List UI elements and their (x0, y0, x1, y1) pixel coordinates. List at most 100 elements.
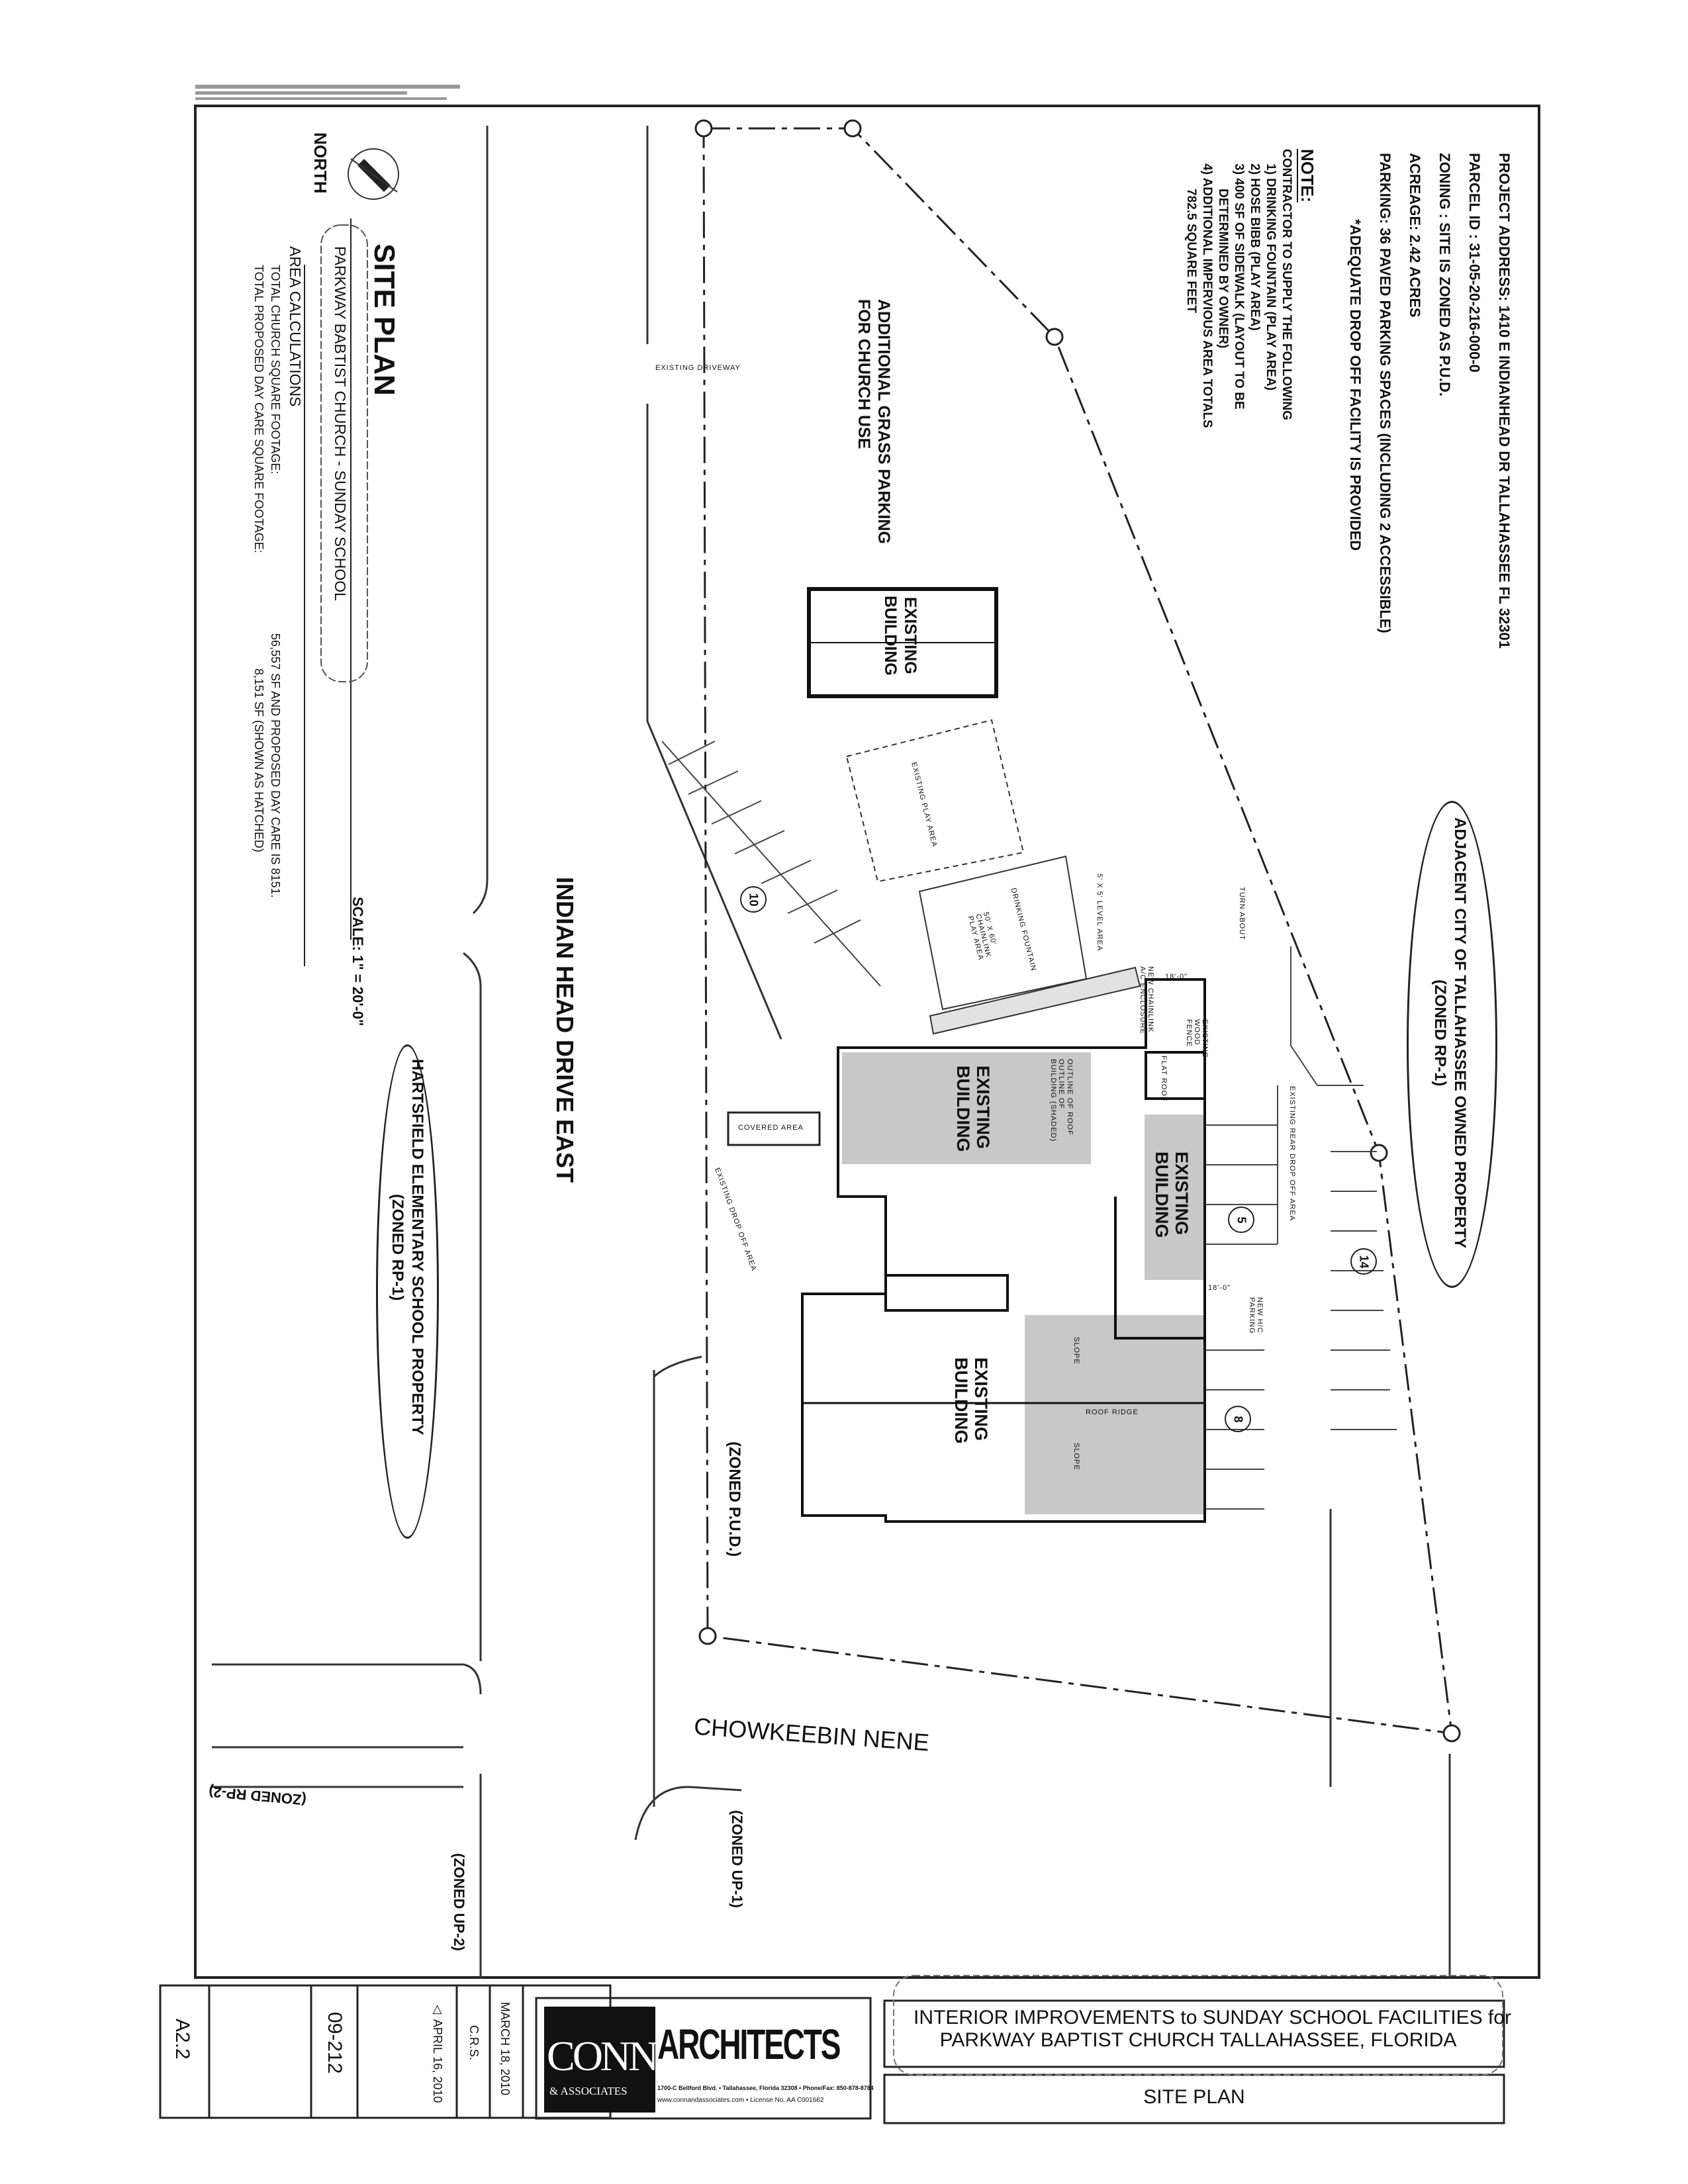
site-plan-title: SITE PLAN (368, 244, 400, 396)
project-address: PROJECT ADDRESS: 1410 E INDIANHEAD DR TA… (1496, 153, 1513, 649)
rear-drop-off-label: EXISTING REAR DROP OFF AREA (1288, 1086, 1296, 1222)
label-line: BUILDING (881, 596, 900, 676)
road-edges (212, 126, 1451, 1979)
covered-area (727, 1111, 821, 1146)
project-title-line-1: INTERIOR IMPROVEMENTS to SUNDAY SCHOOL F… (914, 2007, 1511, 2028)
existing-building-outline (801, 978, 1206, 1523)
label-line: HARTSFIELD ELEMENTARY SCHOOL PROPERTY (408, 1059, 426, 1435)
zoned-pud-label: (ZONED P.U.D.) (726, 1441, 743, 1557)
grass-parking-label: ADDITIONAL GRASS PARKING FOR CHURCH USE (854, 299, 894, 544)
revision-delta-icon: △ (431, 2002, 444, 2020)
parking-count: 14 (1357, 1254, 1371, 1269)
daycare-footage-label: TOTAL PROPOSED DAY CARE SQUARE FOOTAGE: (252, 265, 265, 553)
existing-building-east-label: EXISTING BUILDING (1152, 1152, 1192, 1238)
note-line: 4) ADDITIONAL IMPERVIOUS AREA TOTALS (1200, 163, 1214, 428)
grass-parking-line-1: ADDITIONAL GRASS PARKING (874, 299, 893, 544)
acreage: ACREAGE: 2.42 ACRES (1407, 153, 1423, 318)
revision-date: △ APRIL 16, 2010 (430, 2002, 445, 2103)
sheet-number: A2.2 (171, 2019, 193, 2060)
note-line: CONTRACTOR TO SUPPLY THE FOLLOWING (1280, 149, 1293, 420)
daycare-footage-value: 8,151 SF (SHOWN AS HATCHED) (252, 668, 265, 852)
existing-play-area (845, 719, 1025, 883)
turn-about-label: TURN ABOUT (1238, 887, 1246, 940)
sheet-border (194, 105, 1540, 1979)
existing-building-south-label: EXISTING BUILDING (951, 1357, 991, 1444)
adjacent-property-ellipse (1407, 801, 1497, 1288)
notes-heading: NOTE: (1297, 149, 1317, 203)
covered-area-label: COVERED AREA (738, 1124, 804, 1132)
drawn-by: C.R.S. (467, 2025, 481, 2061)
firm-web: www.connandassociates.com • License No. … (657, 2097, 824, 2104)
label-line: BUILDING (1152, 1152, 1172, 1238)
notes: NOTE: CONTRACTOR TO SUPPLY THE FOLLOWING… (1183, 149, 1321, 428)
firm-address: 1700-C Bellford Blvd. • Tallahassee, Flo… (657, 2085, 874, 2091)
church-footage-label: TOTAL CHURCH SQUARE FOOTAGE: (269, 265, 282, 475)
sheet-title: SITE PLAN (1143, 2086, 1245, 2108)
parking-count: 5 (1235, 1216, 1248, 1224)
outline-roof-label: OUTLINE OF ROOF (1066, 1059, 1074, 1136)
wood-fence-label: EXISTING WOOD FENCE (1185, 1019, 1209, 1059)
parking-count-badge: 5 (1228, 1206, 1254, 1233)
parking-count: 10 (747, 892, 761, 907)
note-line: 2) HOSE BIBB (PLAY AREA) (1248, 163, 1262, 331)
dropoff-info: *ADEQUATE DROP OFF FACILITY IS PROVIDED (1347, 219, 1364, 551)
logo-background (544, 2007, 655, 2113)
hc-parking-label: NEW H/C PARKING (1248, 1297, 1264, 1334)
outline-building-label: OUTLINE OF BUILDING (SHADED) (1049, 1059, 1065, 1142)
label-line: (ZONED RP-1) (389, 1193, 406, 1300)
zoning: ZONING : SITE IS ZONED AS P.U.D. (1436, 153, 1453, 396)
parking-info: PARKING: 36 PAVED PARKING SPACES (INCLUD… (1377, 153, 1393, 633)
job-number: 09-212 (324, 2012, 346, 2074)
label-line: BUILDING (951, 1357, 971, 1444)
zoned-up1-label: (ZONED UP-1) (729, 1810, 745, 1908)
slope-label: SLOPE (1072, 1337, 1080, 1365)
scale-label: SCALE: 1" = 20'-0" (350, 897, 366, 1026)
project-title: INTERIOR IMPROVEMENTS to SUNDAY SCHOOL F… (914, 2007, 1511, 2052)
area-calculations-heading: AREA CALCULATIONS (287, 246, 304, 407)
label-line: EXISTING (973, 1066, 993, 1150)
logo-conn: CONN (547, 2032, 659, 2079)
issue-date: MARCH 18, 2010 (498, 2002, 512, 2096)
roof-ridge-label: ROOF RIDGE (1086, 1408, 1139, 1416)
property-line (694, 119, 1461, 1743)
label-line: EXISTING (1172, 1152, 1192, 1236)
adjacent-property-label: ADJACENT CITY OF TALLAHASSEE OWNED PROPE… (1430, 817, 1470, 1248)
flat-roof-label: FLAT ROOF (1160, 1056, 1168, 1102)
hartsfield-label: HARTSFIELD ELEMENTARY SCHOOL PROPERTY (Z… (387, 1059, 427, 1435)
note-line: 3) 400 SF OF SIDEWALK (LAYOUT TO BE (1232, 163, 1246, 410)
logo-architects: ARCHITECTS (657, 2021, 841, 2068)
grass-parking-line-2: FOR CHURCH USE (855, 299, 873, 449)
label-line: BUILDING (953, 1066, 973, 1152)
label-line: ADJACENT CITY OF TALLAHASSEE OWNED PROPE… (1451, 817, 1469, 1249)
parking-count: 8 (1231, 1415, 1245, 1423)
zoned-up2-label: (ZONED UP-2) (451, 1853, 467, 1951)
logo-associates: & ASSOCIATES (549, 2085, 628, 2097)
parcel-id: PARCEL ID : 31-05-20-216-000-0 (1466, 153, 1483, 373)
existing-building-wing-label: EXISTING BUILDING (953, 1066, 993, 1152)
site-plan-subtitle: PARKWAY BABTIST CHURCH - SUNDAY SCHOOL (332, 246, 349, 601)
parking-count-badge: 8 (1225, 1406, 1251, 1432)
revision-date-text: APRIL 16, 2010 (431, 2019, 444, 2103)
note-line: DETERMINED BY OWNER) (1216, 189, 1230, 349)
scan-artifact (195, 85, 460, 100)
level-area-label: 5' X 5' LEVEL AREA (1096, 874, 1103, 952)
north-label: NORTH (310, 132, 330, 194)
indian-head-drive-label: INDIAN HEAD DRIVE EAST (551, 877, 579, 1183)
ramp-sidewalk (929, 966, 1141, 1035)
slope-label: SLOPE (1072, 1443, 1080, 1471)
label-line: EXISTING (971, 1357, 991, 1441)
ac-enclosure-label: NEW CHAINLINK A/C ENCLOSURE (1139, 966, 1154, 1034)
existing-driveway-label: EXISTING DRIVEWAY (655, 364, 741, 372)
day-care-shaded-areas (842, 1052, 1205, 1514)
label-line: EXISTING (901, 597, 919, 674)
dimension-label: 18'-0" (1165, 973, 1188, 981)
parking-count-badge: 14 (1350, 1248, 1377, 1275)
church-footage-value: 56,557 SF AND PROPOSED DAY CARE IS 8151. (269, 633, 282, 898)
north-arrow-icon (348, 148, 399, 200)
existing-building-north-label: EXISTING BUILDING (880, 596, 920, 676)
note-line: 782.5 SQUARE FEET (1184, 189, 1198, 313)
project-info: PROJECT ADDRESS: 1410 E INDIANHEAD DR TA… (1340, 153, 1519, 649)
project-title-line-2: PARKWAY BAPTIST CHURCH TALLAHASSEE, FLOR… (939, 2029, 1457, 2051)
dimension-label: 18'-0" (1208, 1284, 1231, 1292)
